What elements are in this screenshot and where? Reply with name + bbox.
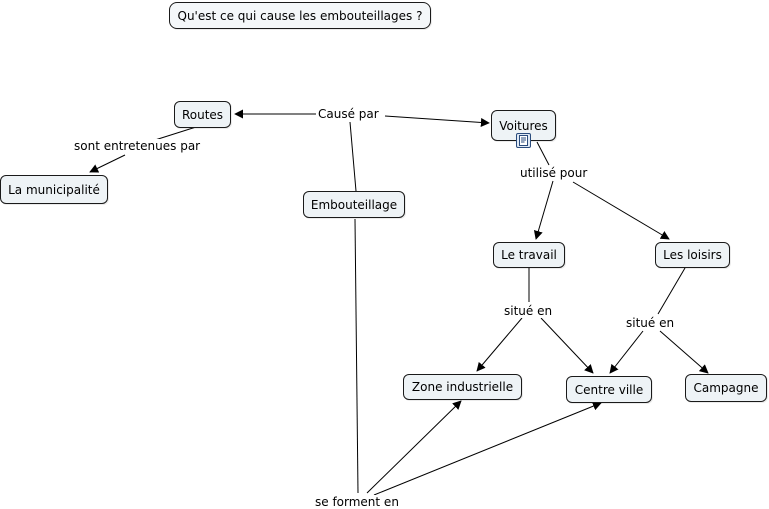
arrow-to-municipalite	[89, 154, 126, 173]
link-utilise-pour: utilisé pour	[518, 166, 590, 180]
arrow-forment-zone	[366, 400, 462, 494]
node-loisirs[interactable]: Les loisirs	[655, 242, 730, 268]
node-zone-industrielle[interactable]: Zone industrielle	[403, 374, 522, 400]
arrow-to-centre-2	[609, 330, 644, 374]
map-title: Qu'est ce qui cause les embouteillages ?	[169, 2, 431, 29]
line-loisirs-situe	[657, 267, 686, 315]
document-icon[interactable]	[516, 133, 531, 148]
arrow-to-travail	[533, 180, 554, 240]
node-voitures[interactable]: Voitures	[491, 110, 556, 141]
link-cause-par: Causé par	[316, 107, 381, 121]
link-situe-en-loisirs: situé en	[624, 316, 677, 330]
link-se-forment-en: se forment en	[313, 495, 401, 509]
node-travail[interactable]: Le travail	[493, 242, 565, 268]
arrow-to-zone	[476, 317, 523, 372]
arrow-to-campagne	[659, 330, 709, 374]
node-routes[interactable]: Routes	[174, 101, 231, 128]
arrow-to-loisirs	[572, 181, 670, 240]
arrow-to-voitures	[384, 115, 490, 127]
line-routes-entretenues	[154, 126, 197, 141]
link-situe-en-travail: situé en	[502, 304, 555, 318]
node-campagne[interactable]: Campagne	[685, 374, 767, 402]
line-voitures-utilise	[536, 141, 550, 166]
line-embouteillage-forment	[354, 218, 359, 494]
document-glyph	[519, 135, 528, 146]
arrow-to-centre-1	[540, 317, 594, 374]
node-municipalite[interactable]: La municipalité	[0, 175, 108, 204]
link-entretenues: sont entretenues par	[72, 139, 203, 153]
line-embouteillage-cause	[349, 121, 357, 192]
node-centre-ville[interactable]: Centre ville	[566, 376, 652, 403]
arrow-forment-centre	[373, 401, 602, 496]
node-embouteillage[interactable]: Embouteillage	[303, 191, 405, 218]
